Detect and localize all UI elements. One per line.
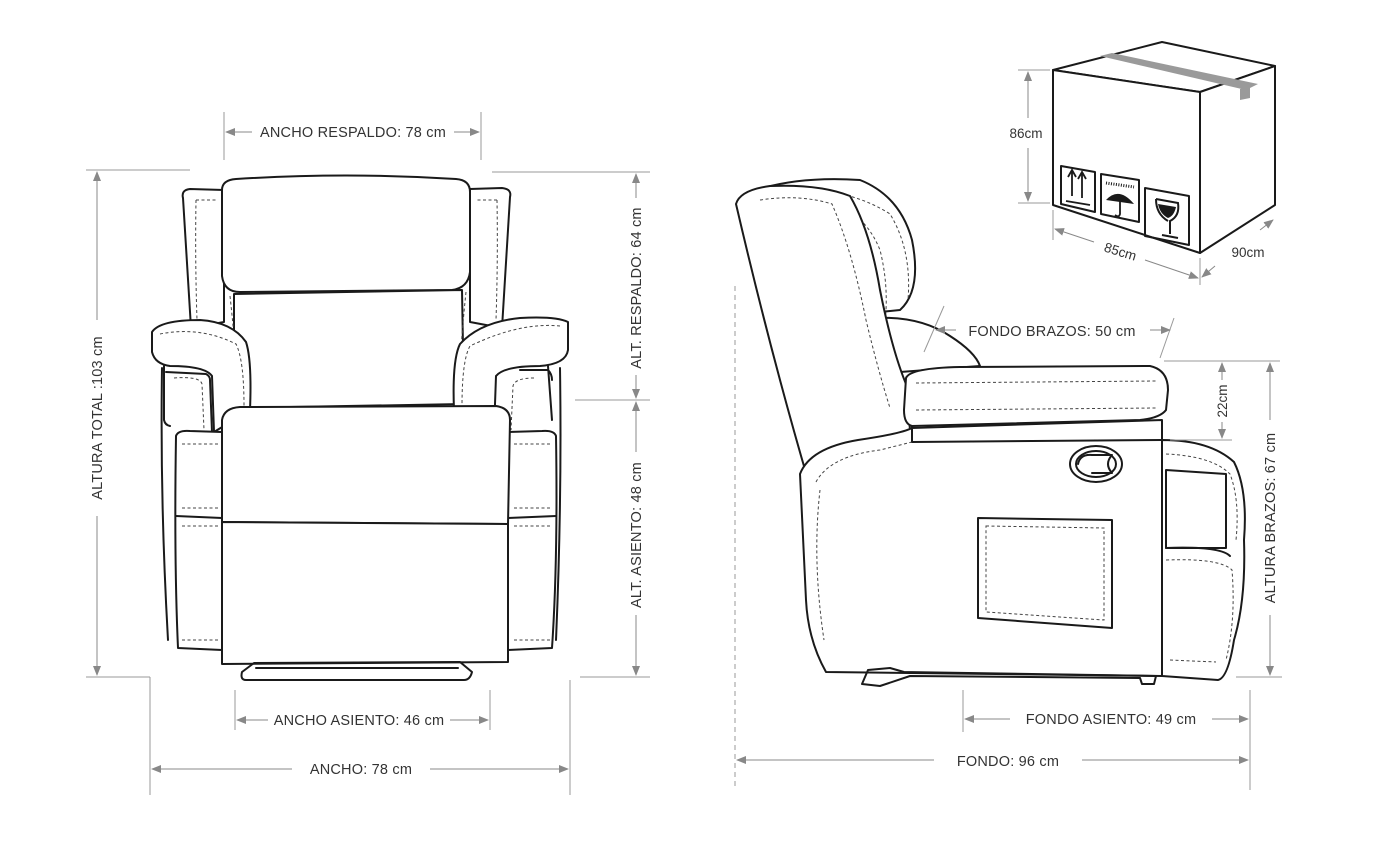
ancho-asiento-label: ANCHO ASIENTO: 46 cm (274, 713, 445, 729)
alt-respaldo-label: ALT. RESPALDO: 64 cm (629, 207, 645, 368)
package-box (1052, 41, 1276, 254)
ancho-label: ANCHO: 78 cm (310, 762, 412, 778)
brazo-grosor-label: 22cm (1215, 384, 1230, 417)
this-way-up-icon (1060, 165, 1096, 213)
alt-asiento-label: ALT. ASIENTO: 48 cm (629, 462, 645, 608)
altura-total-label: ALTURA TOTAL :103 cm (90, 336, 106, 500)
fragile-icon (1144, 187, 1190, 246)
altura-brazos-label: ALTURA BRAZOS: 67 cm (1263, 433, 1279, 604)
fondo-brazos-label: FONDO BRAZOS: 50 cm (968, 324, 1135, 340)
fondo-label: FONDO: 96 cm (957, 754, 1059, 770)
side-dimensions: FONDO BRAZOS: 50 cm 22cm ALTURA BRAZOS: … (734, 286, 1282, 790)
package-depth-label: 90cm (1231, 245, 1264, 260)
side-pocket (977, 517, 1113, 629)
keep-dry-icon (1100, 173, 1140, 223)
side-view-chair (735, 178, 1246, 687)
fondo-asiento-label: FONDO ASIENTO: 49 cm (1026, 712, 1197, 728)
front-view-chair (151, 174, 569, 681)
ancho-respaldo-label: ANCHO RESPALDO: 78 cm (260, 125, 446, 141)
front-dimensions: ANCHO RESPALDO: 78 cm ALTURA TOTAL :103 … (86, 112, 650, 795)
package-height-label: 86cm (1009, 126, 1042, 141)
package-width-label: 85cm (1102, 240, 1138, 264)
